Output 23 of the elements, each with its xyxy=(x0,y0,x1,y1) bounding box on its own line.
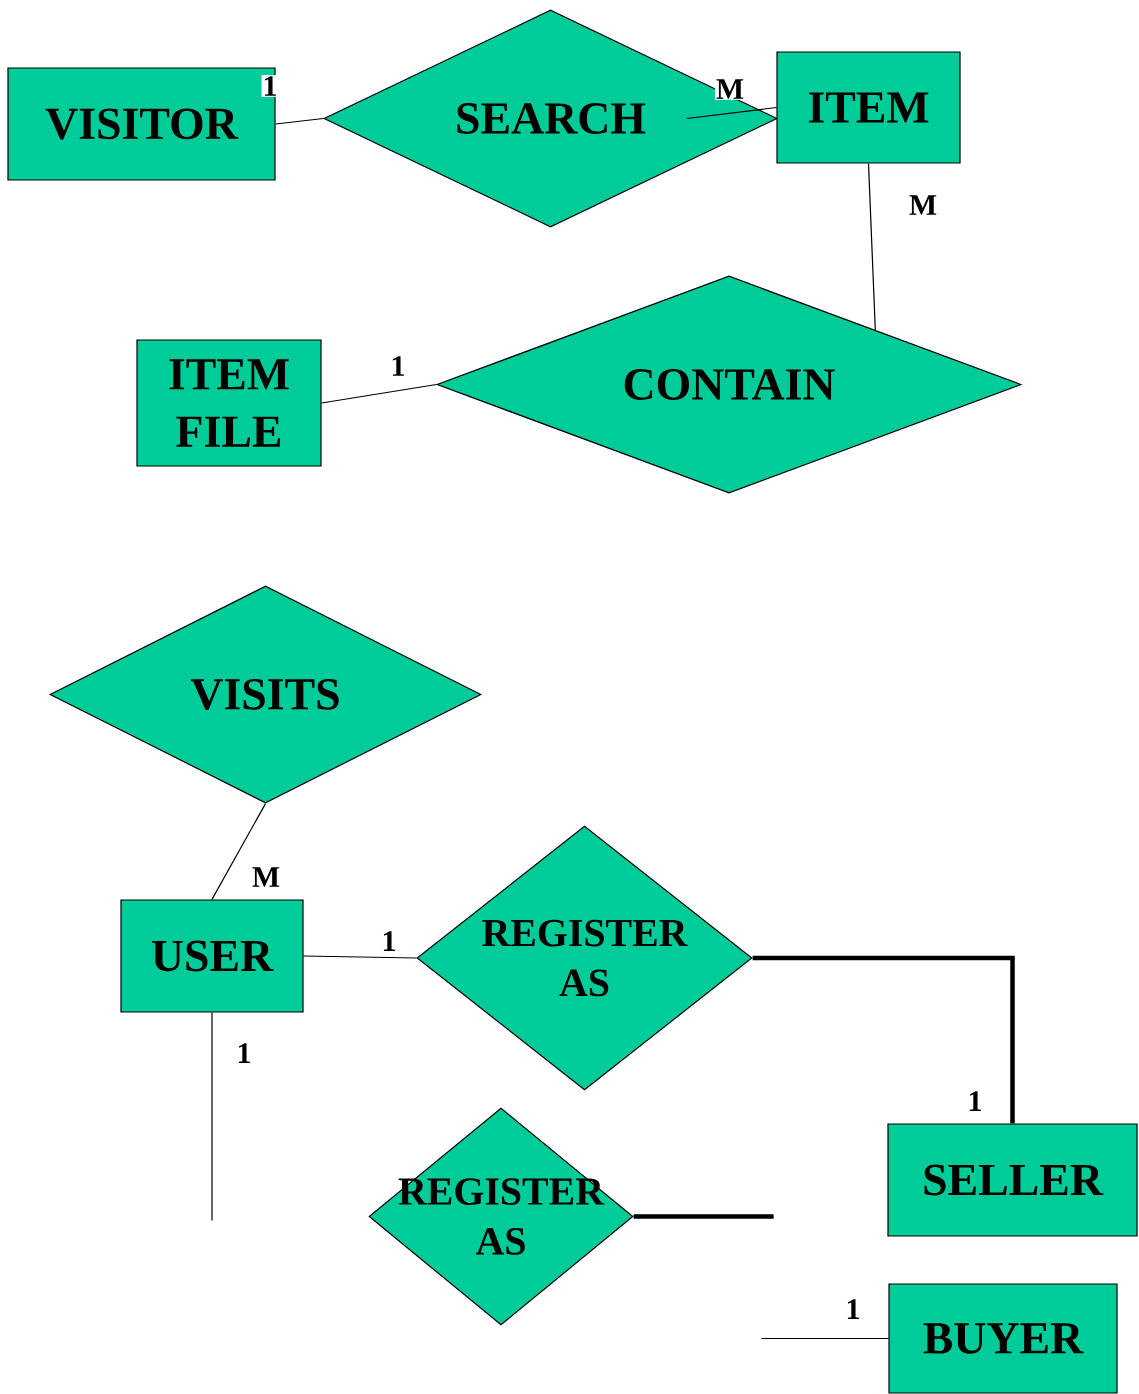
entity-box: USER xyxy=(120,899,304,1013)
connector-line xyxy=(760,1337,889,1340)
connector-line xyxy=(633,1214,774,1219)
cardinality-label: M xyxy=(250,866,282,888)
connector-line xyxy=(275,117,324,125)
cardinality-label: 1 xyxy=(380,930,398,952)
cardinality-label: 1 xyxy=(235,1042,253,1064)
cardinality-label: M xyxy=(907,194,939,216)
cardinality-label: 1 xyxy=(389,355,407,377)
entity-box: ITEM xyxy=(776,51,961,164)
connector-line xyxy=(867,163,876,331)
connector-line xyxy=(321,383,437,404)
connector-line xyxy=(211,803,267,900)
entity-box: ITEM FILE xyxy=(136,339,322,467)
connector-line xyxy=(686,106,777,120)
cardinality-label: 1 xyxy=(966,1090,984,1112)
entity-box: SELLER xyxy=(887,1123,1138,1237)
entity-box: BUYER xyxy=(888,1283,1118,1394)
connector-line xyxy=(752,955,1015,1124)
connector-line xyxy=(303,955,417,959)
cardinality-label: M xyxy=(714,78,746,100)
cardinality-label: 1 xyxy=(844,1298,862,1320)
connector-line xyxy=(211,1012,213,1222)
